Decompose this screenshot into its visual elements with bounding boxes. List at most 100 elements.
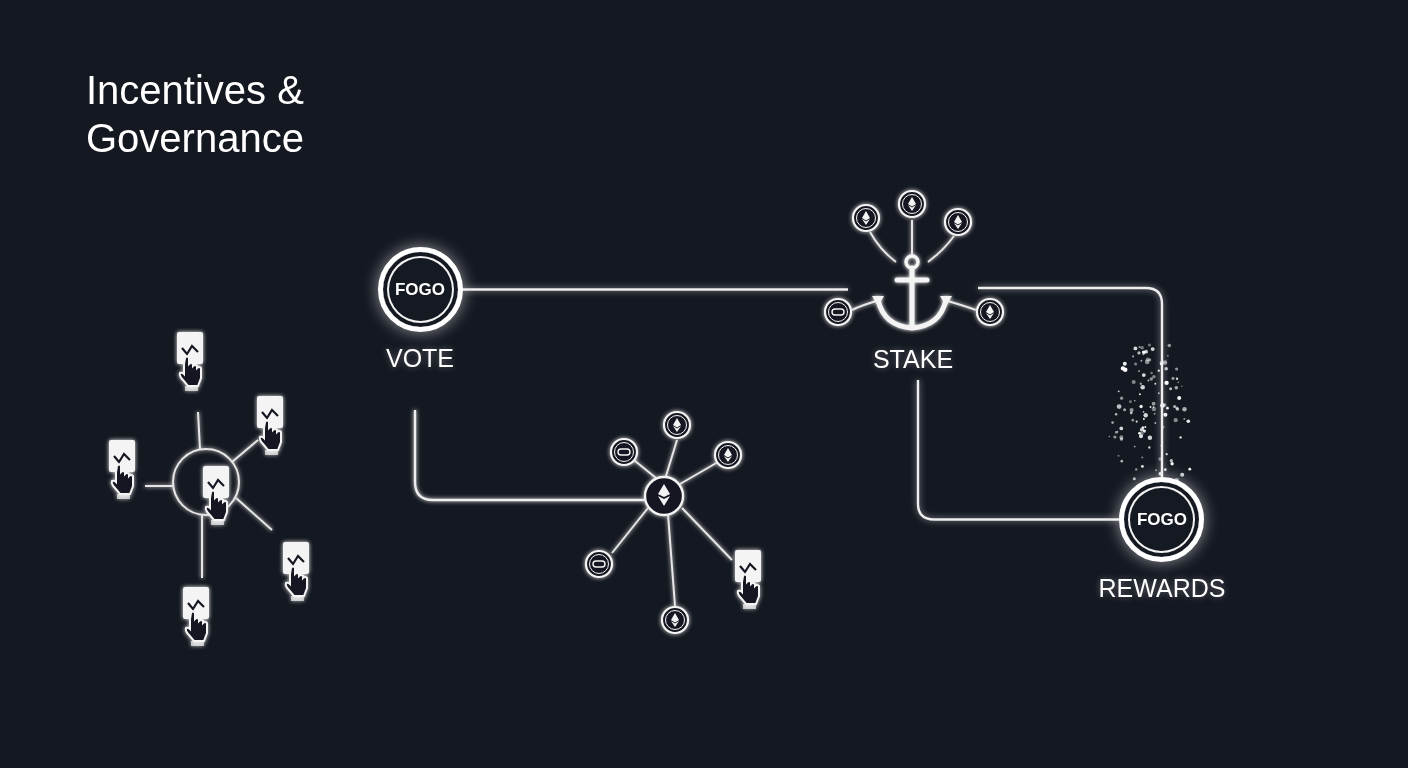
connector-line [463, 288, 849, 290]
sparkle [1136, 421, 1138, 423]
token-circle: FOGO [378, 247, 463, 332]
token-circle: FOGO [1119, 477, 1204, 562]
sparkle [1152, 402, 1156, 406]
token-node: FOGO VOTE [378, 247, 463, 373]
sparkle [1123, 362, 1127, 366]
sparkle [1139, 405, 1142, 408]
sparkle [1115, 431, 1118, 434]
sparkle [1158, 370, 1160, 372]
sparkle [1164, 381, 1168, 385]
sparkle [1143, 430, 1146, 433]
sparkle [1148, 435, 1153, 440]
sparkle [1140, 346, 1144, 350]
sparkle [1131, 419, 1134, 422]
sparkle [1140, 385, 1145, 390]
sparkle [1117, 404, 1122, 409]
sparkle [1153, 406, 1155, 408]
sparkle [1154, 413, 1156, 415]
sparkle [1171, 377, 1174, 380]
sparkle [1134, 446, 1136, 448]
sparkle [1180, 473, 1184, 477]
sparkle [1164, 468, 1167, 471]
node-label: STAKE [873, 345, 953, 374]
sparkle [1158, 392, 1160, 394]
sparkle [1150, 377, 1153, 380]
sparkle [1175, 367, 1178, 370]
sparkle [1151, 347, 1155, 351]
stake-node: STAKE [848, 180, 978, 380]
sparkle [1148, 343, 1151, 346]
sparkle [1177, 381, 1179, 383]
sparkle [1135, 468, 1137, 470]
connector-line [978, 288, 1162, 477]
sparkle [1132, 380, 1136, 384]
sparkle [1147, 380, 1149, 382]
sparkle [1148, 446, 1150, 448]
sparkle [1154, 422, 1156, 424]
sparkle [1120, 460, 1123, 463]
sparkle [1152, 407, 1156, 411]
sparkle [1170, 459, 1173, 462]
sparkle [1115, 413, 1118, 416]
token-text: FOGO [1137, 510, 1187, 530]
sparkle [1183, 418, 1185, 420]
sparkle [1137, 351, 1140, 354]
sparkle [1170, 462, 1173, 465]
sparkle [1134, 400, 1136, 402]
sparkle [1143, 411, 1145, 413]
sparkle [1166, 453, 1168, 455]
sparkle [1119, 435, 1123, 439]
sparkle [1167, 355, 1169, 357]
sparkle [1120, 397, 1123, 400]
sparkle [1144, 426, 1146, 428]
sparkle [1142, 373, 1146, 377]
sparkle [1179, 436, 1181, 438]
sparkle [1182, 407, 1186, 411]
sparkle [1143, 351, 1146, 354]
sparkle [1175, 406, 1178, 409]
diagram-title: Incentives & Governance [86, 66, 386, 162]
sparkle [1164, 367, 1167, 370]
sparkle [1111, 421, 1114, 424]
sparkle [1143, 418, 1145, 420]
sparkle [1130, 408, 1134, 412]
token-node: FOGOREWARDS [1099, 477, 1226, 603]
sparkle [1155, 469, 1157, 471]
sparkle [1129, 400, 1132, 403]
sparkle [1143, 413, 1147, 417]
sparkle [1150, 406, 1152, 408]
sparkle [1166, 407, 1169, 410]
sparkle [1134, 362, 1137, 365]
sparkle [1181, 385, 1183, 387]
sparkle [1139, 393, 1141, 395]
sparkle [1133, 346, 1137, 350]
sparkle [1176, 378, 1178, 380]
sparkle [1168, 344, 1172, 348]
sparkle [1142, 351, 1145, 354]
token-text: FOGO [395, 280, 445, 300]
sparkle [1139, 382, 1142, 385]
sparkle [1139, 432, 1143, 436]
sparkle [1138, 370, 1140, 372]
sparkle [1176, 407, 1179, 410]
sparkle [1117, 455, 1119, 457]
sparkle [1146, 357, 1150, 361]
sparkle [1140, 360, 1142, 362]
node-label: VOTE [386, 344, 454, 373]
sparkle [1140, 429, 1142, 431]
sparkle [1154, 383, 1156, 385]
sparkle [1132, 355, 1134, 357]
sparkle [1139, 346, 1141, 348]
sparkle [1118, 390, 1120, 392]
sparkle [1188, 468, 1191, 471]
sparkle [1119, 427, 1123, 431]
sparkle [1169, 387, 1172, 390]
sparkle [1163, 413, 1167, 417]
connector-line [918, 380, 1119, 520]
sparkle [1174, 418, 1178, 422]
sparkle [1186, 419, 1190, 423]
sparkle [1113, 435, 1116, 438]
sparkle [1152, 375, 1156, 379]
